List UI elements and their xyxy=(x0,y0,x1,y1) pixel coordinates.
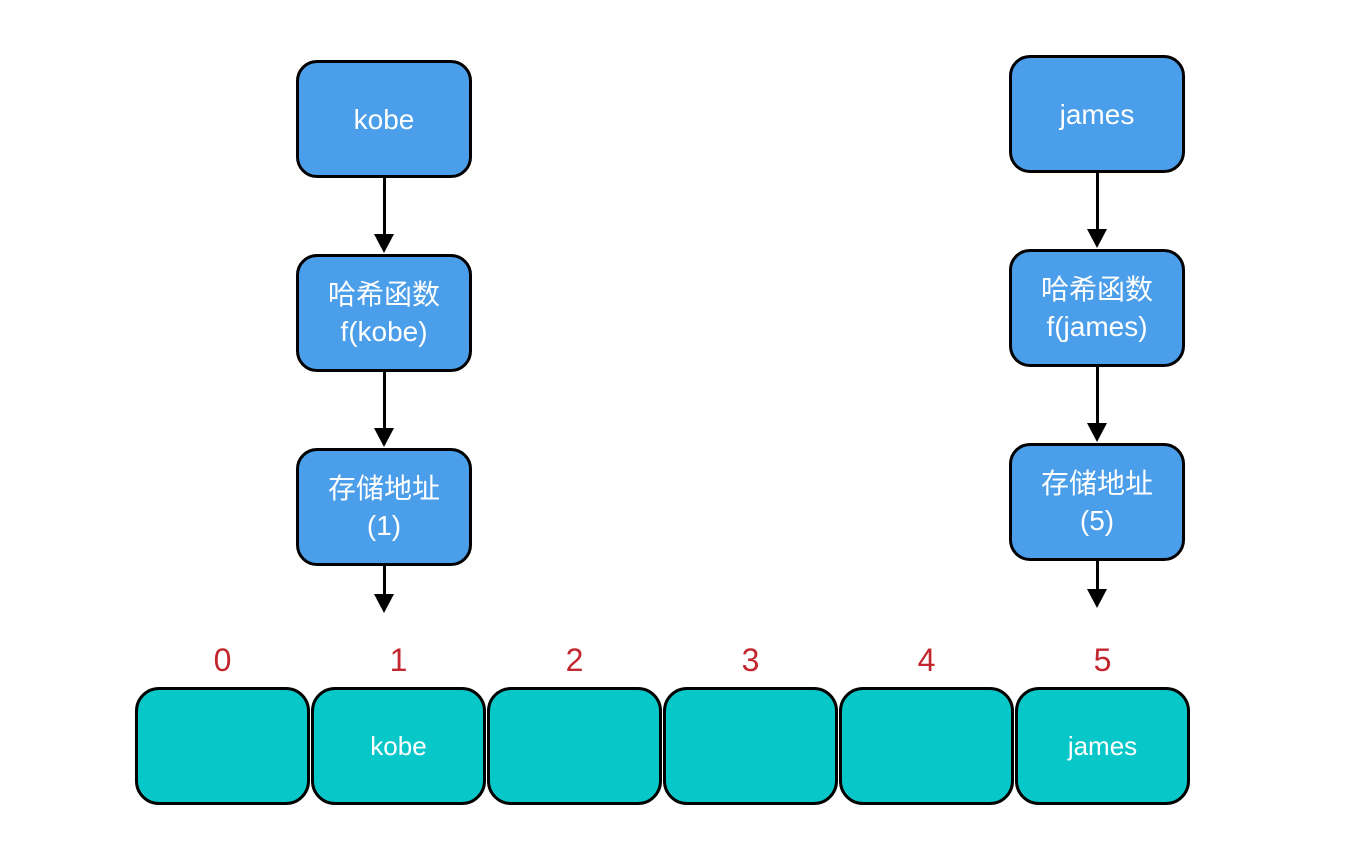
down-arrow-icon xyxy=(382,372,386,429)
array-index-label: 2 xyxy=(565,642,584,678)
array-cell xyxy=(663,687,838,805)
hash-table-array: 0 1 kobe 2 3 4 5 james xyxy=(135,641,1190,805)
down-arrow-icon xyxy=(1095,173,1099,230)
array-cell xyxy=(135,687,310,805)
array-index-label: 0 xyxy=(213,642,232,678)
array-slot-5: 5 james xyxy=(1015,641,1190,805)
hash-function-label-line2: f(kobe) xyxy=(340,316,428,347)
down-arrow-icon xyxy=(382,178,386,235)
hash-function-node-james: 哈希函数 f(james) xyxy=(1009,249,1185,367)
array-slot-0: 0 xyxy=(135,641,310,805)
array-cell xyxy=(487,687,662,805)
storage-address-node-james: 存储地址 (5) xyxy=(1009,443,1185,561)
storage-address-label-line2: (5) xyxy=(1079,505,1115,536)
array-cell xyxy=(839,687,1014,805)
storage-address-label-line1: 存储地址 xyxy=(1040,468,1153,499)
array-index-label: 1 xyxy=(389,642,408,678)
storage-address-node-kobe: 存储地址 (1) xyxy=(296,448,472,566)
array-slot-4: 4 xyxy=(839,641,1014,805)
array-slot-1: 1 kobe xyxy=(311,641,486,805)
hash-function-label-line2: f(james) xyxy=(1046,311,1148,342)
array-slot-3: 3 xyxy=(663,641,838,805)
storage-address-label-line2: (1) xyxy=(366,510,402,541)
key-node-james: james xyxy=(1009,55,1185,173)
hash-function-label-line1: 哈希函数 xyxy=(327,279,440,310)
down-arrow-icon xyxy=(382,566,386,595)
array-cell: kobe xyxy=(311,687,486,805)
array-slot-2: 2 xyxy=(487,641,662,805)
key-node-kobe: kobe xyxy=(296,60,472,178)
flow-kobe: kobe 哈希函数 f(kobe) 存储地址 (1) xyxy=(296,60,472,614)
hash-function-label-line1: 哈希函数 xyxy=(1040,274,1153,305)
array-cell: james xyxy=(1015,687,1190,805)
down-arrow-icon xyxy=(1095,561,1099,590)
hash-function-node-kobe: 哈希函数 f(kobe) xyxy=(296,254,472,372)
array-index-label: 4 xyxy=(917,642,936,678)
array-index-label: 5 xyxy=(1093,642,1112,678)
array-index-label: 3 xyxy=(741,642,760,678)
key-node-kobe-label: kobe xyxy=(353,103,415,135)
flow-james: james 哈希函数 f(james) 存储地址 (5) xyxy=(1009,55,1185,609)
down-arrow-icon xyxy=(1095,367,1099,424)
key-node-james-label: james xyxy=(1059,98,1135,130)
storage-address-label-line1: 存储地址 xyxy=(327,473,440,504)
